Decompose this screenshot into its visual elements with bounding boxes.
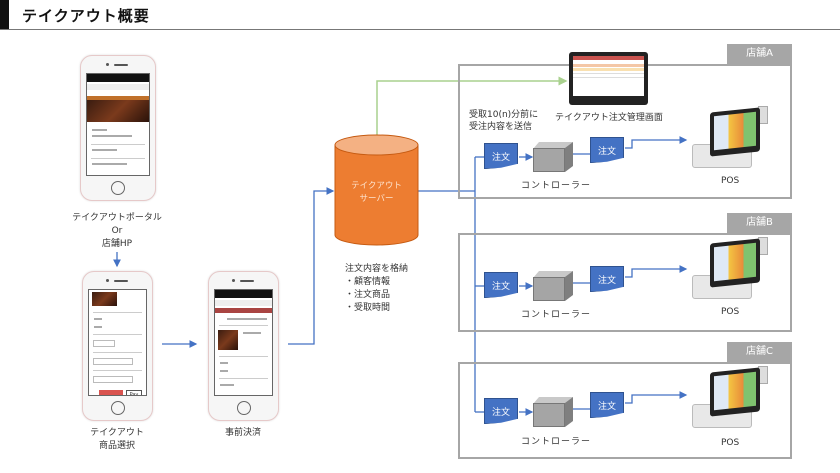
order-doc-icon: 注文	[484, 272, 518, 298]
prepayment-label: 事前決済	[224, 428, 261, 438]
send-note: 受取10(n)分前に 受注内容を送信	[469, 109, 538, 133]
store-c-tab: 店舗C	[727, 342, 792, 362]
store-c-box	[458, 362, 792, 459]
portal-label: テイクアウトポータル Or 店舗HP	[57, 212, 177, 251]
arrow-server-to-mgmt	[376, 76, 568, 137]
controller-cube-icon	[533, 271, 573, 301]
server-label: テイクアウト サーバー	[335, 180, 418, 206]
store-b-box	[458, 233, 792, 332]
order-doc-icon: 注文	[590, 137, 624, 163]
server-note-item: ・顧客情報	[345, 277, 391, 287]
store-b-tab: 店舗B	[727, 213, 792, 233]
controller-cube-icon	[533, 397, 573, 427]
pos-label: POS	[721, 176, 740, 186]
pos-label: POS	[721, 438, 740, 448]
order-doc-label: 注文	[590, 266, 624, 292]
pos-terminal-icon	[692, 237, 770, 303]
order-management-monitor	[569, 52, 648, 105]
controller-label: コントローラー	[521, 181, 592, 191]
store-a-tab: 店舗A	[727, 44, 792, 64]
order-doc-icon: 注文	[484, 143, 518, 169]
order-doc-icon: 注文	[590, 266, 624, 292]
pos-label: POS	[721, 307, 740, 317]
server-note-title: 注文内容を格納	[345, 264, 409, 274]
controller-label: コントローラー	[521, 310, 592, 320]
pos-terminal-icon	[692, 106, 770, 172]
pos-terminal-icon	[692, 366, 770, 432]
order-doc-label: 注文	[590, 392, 624, 418]
send-note-line2: 受注内容を送信	[469, 122, 533, 132]
portal-label-line3: 店舗HP	[101, 239, 133, 249]
page-title: テイクアウト概要	[22, 7, 150, 25]
order-doc-icon: 注文	[484, 398, 518, 424]
server-label-line2: サーバー	[359, 194, 394, 204]
send-note-line1: 受取10(n)分前に	[469, 110, 539, 120]
product-select-label-line1: テイクアウト	[90, 428, 144, 438]
order-doc-label: 注文	[484, 398, 518, 424]
server-note: 注文内容を格納 ・顧客情報 ・注文商品 ・受取時間	[345, 263, 408, 315]
portal-label-line1: テイクアウトポータル	[72, 213, 162, 223]
title-accent	[0, 0, 9, 29]
title-bar	[0, 0, 840, 30]
order-doc-label: 注文	[484, 272, 518, 298]
server-cylinder	[334, 134, 419, 246]
server-note-item: ・受取時間	[345, 303, 391, 313]
phone-portal	[80, 55, 156, 201]
order-management-label: テイクアウト注文管理画面	[555, 113, 663, 123]
controller-cube-icon	[533, 142, 573, 172]
product-select-label: テイクアウト 商品選択	[67, 427, 167, 453]
portal-label-line2: Or	[111, 226, 123, 236]
store-internal-arrows	[519, 136, 688, 416]
phone-prepayment	[208, 271, 279, 421]
server-label-line1: テイクアウト	[351, 181, 402, 191]
arrow-prepay-to-server	[288, 187, 335, 345]
controller-label: コントローラー	[521, 437, 592, 447]
order-doc-label: 注文	[590, 137, 624, 163]
phone-product-select: Pay	[82, 271, 153, 421]
server-note-item: ・注文商品	[345, 290, 391, 300]
order-doc-label: 注文	[484, 143, 518, 169]
product-select-label-line2: 商品選択	[98, 441, 135, 451]
order-doc-icon: 注文	[590, 392, 624, 418]
